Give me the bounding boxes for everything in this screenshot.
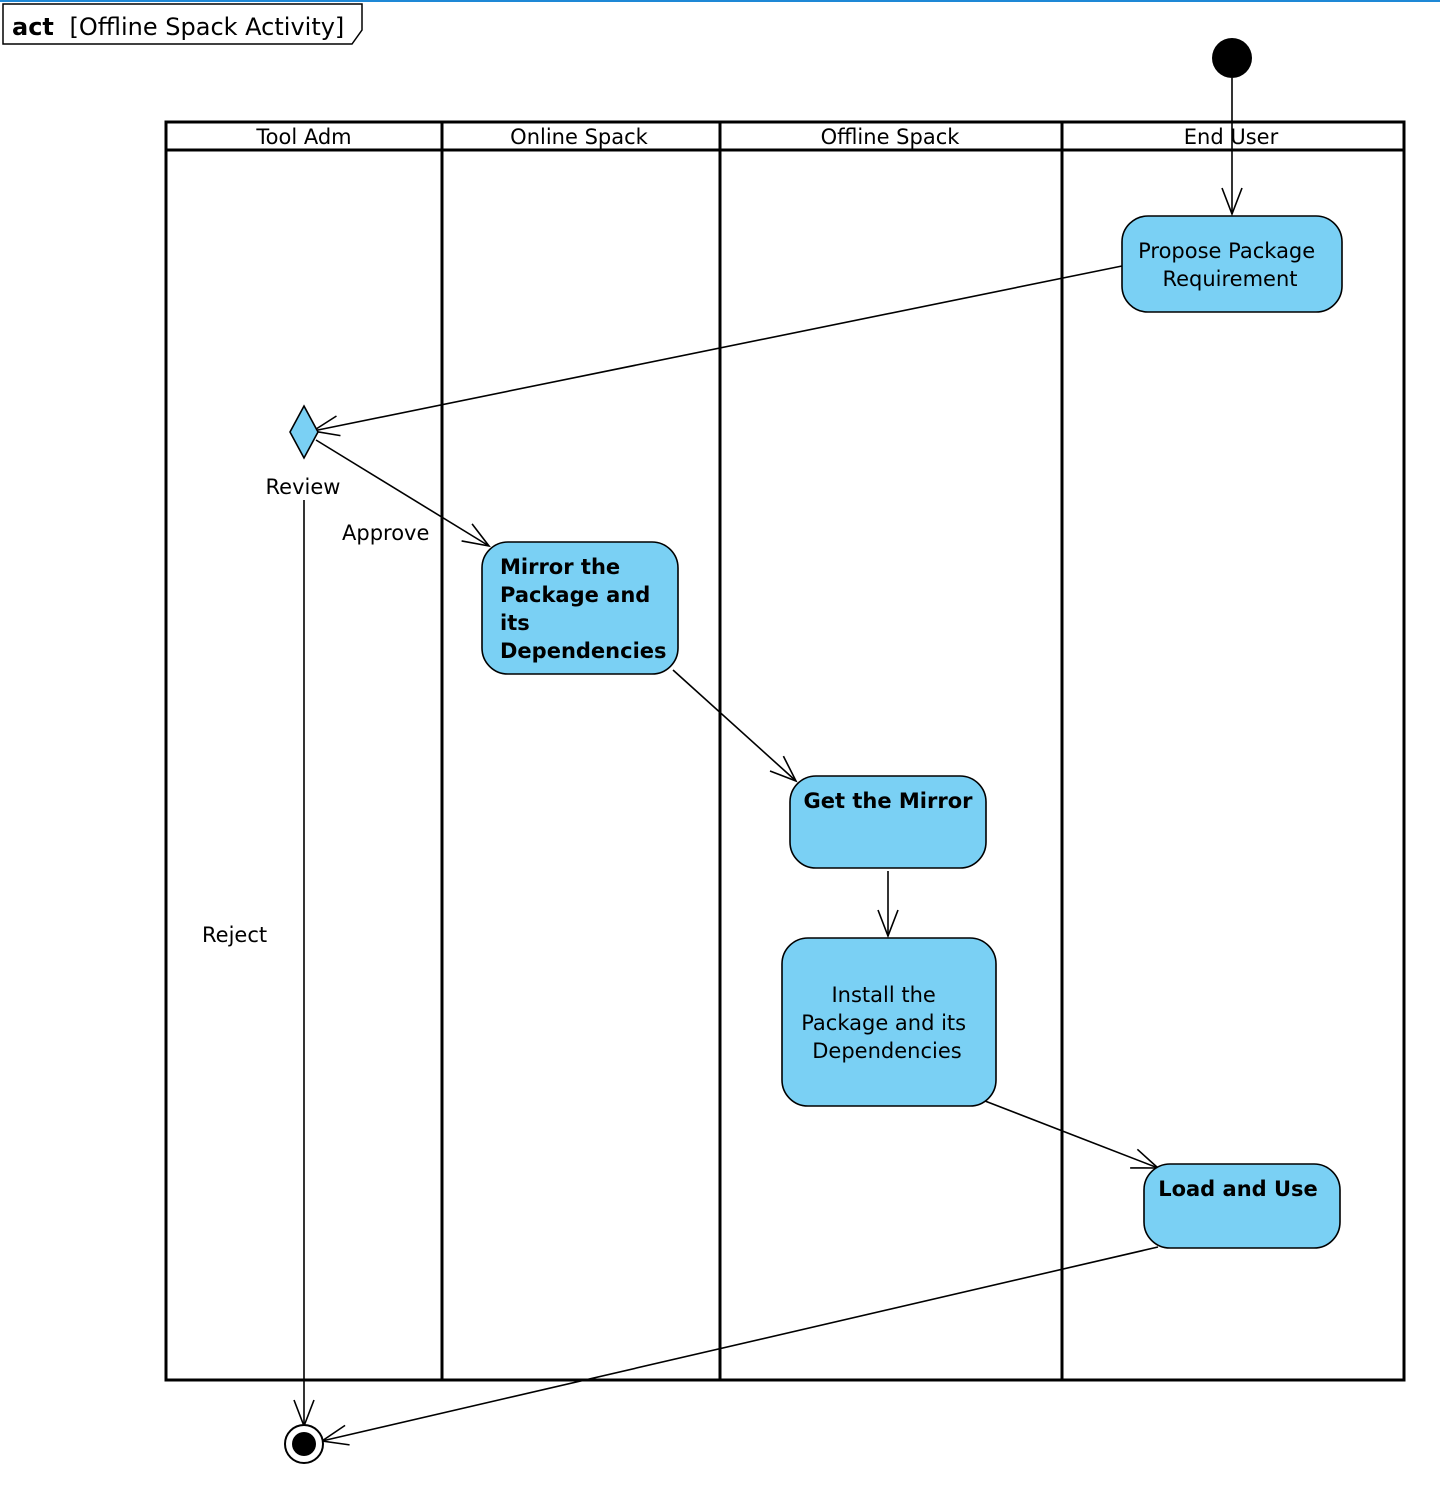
action-load-and-use[interactable]: Load and Use	[1143, 1163, 1341, 1249]
final-node	[284, 1424, 324, 1464]
lane-title-offline-spack: Offline Spack	[821, 125, 961, 149]
svg-text:Load and Use: Load and Use	[1158, 1177, 1318, 1201]
mirror-line: Mirror the	[500, 555, 620, 579]
decision-label: Review	[266, 475, 341, 499]
lane-title-online-spack: Online Spack	[510, 125, 648, 149]
get-mirror-line: Get the Mirror	[804, 789, 974, 813]
install-line: Install the	[831, 983, 935, 1007]
install-line: Package and its	[801, 1011, 966, 1035]
reject-label: Reject	[202, 923, 267, 947]
install-line: Dependencies	[812, 1039, 961, 1063]
action-propose-package-requirement[interactable]: Propose Package Requirement	[1121, 215, 1343, 313]
lane-title-end-user: End User	[1184, 125, 1279, 149]
frame-keyword: act	[12, 13, 54, 41]
edge-install-to-load-use	[984, 1100, 1158, 1168]
action-get-the-mirror[interactable]: Get the Mirror	[789, 775, 987, 869]
decision-node-review[interactable]	[289, 404, 319, 460]
lane-title-tool-adm: Tool Adm	[255, 125, 351, 149]
mirror-line: its	[500, 611, 530, 635]
initial-node	[1212, 38, 1252, 78]
load-use-line: Load and Use	[1158, 1177, 1318, 1201]
edge-propose-to-review	[313, 265, 1123, 431]
action-mirror-package[interactable]: Mirror the Package and its Dependencies	[481, 541, 679, 675]
mirror-line: Package and	[500, 583, 650, 607]
edge-load-use-to-final	[322, 1246, 1159, 1441]
swimlane-pool: Tool Adm Online Spack Offline Spack End …	[164, 120, 1406, 1382]
approve-label: Approve	[342, 521, 429, 545]
svg-text:Get the Mirror: Get the Mirror	[804, 789, 974, 813]
svg-text:Propose Package Requirem: Propose Package Requirement	[1138, 239, 1322, 291]
svg-text:Install the Package and: Install the Package and its Dependencies	[801, 983, 973, 1063]
svg-text:act [Offline Spack Activ: act [Offline Spack Activity]	[12, 13, 344, 41]
edge-review-to-mirror	[315, 439, 489, 546]
edge-mirror-to-get-mirror	[672, 669, 796, 781]
svg-text:Mirror the Package and: Mirror the Package and its Dependencies	[500, 555, 667, 663]
action-install-package[interactable]: Install the Package and its Dependencies	[781, 937, 997, 1107]
propose-line: Propose Package	[1138, 239, 1315, 263]
mirror-line: Dependencies	[500, 639, 667, 663]
propose-line: Requirement	[1162, 267, 1297, 291]
edges	[304, 78, 1232, 1441]
frame-name: [Offline Spack Activity]	[70, 13, 345, 41]
frame-label: act [Offline Spack Activity]	[2, 3, 363, 45]
